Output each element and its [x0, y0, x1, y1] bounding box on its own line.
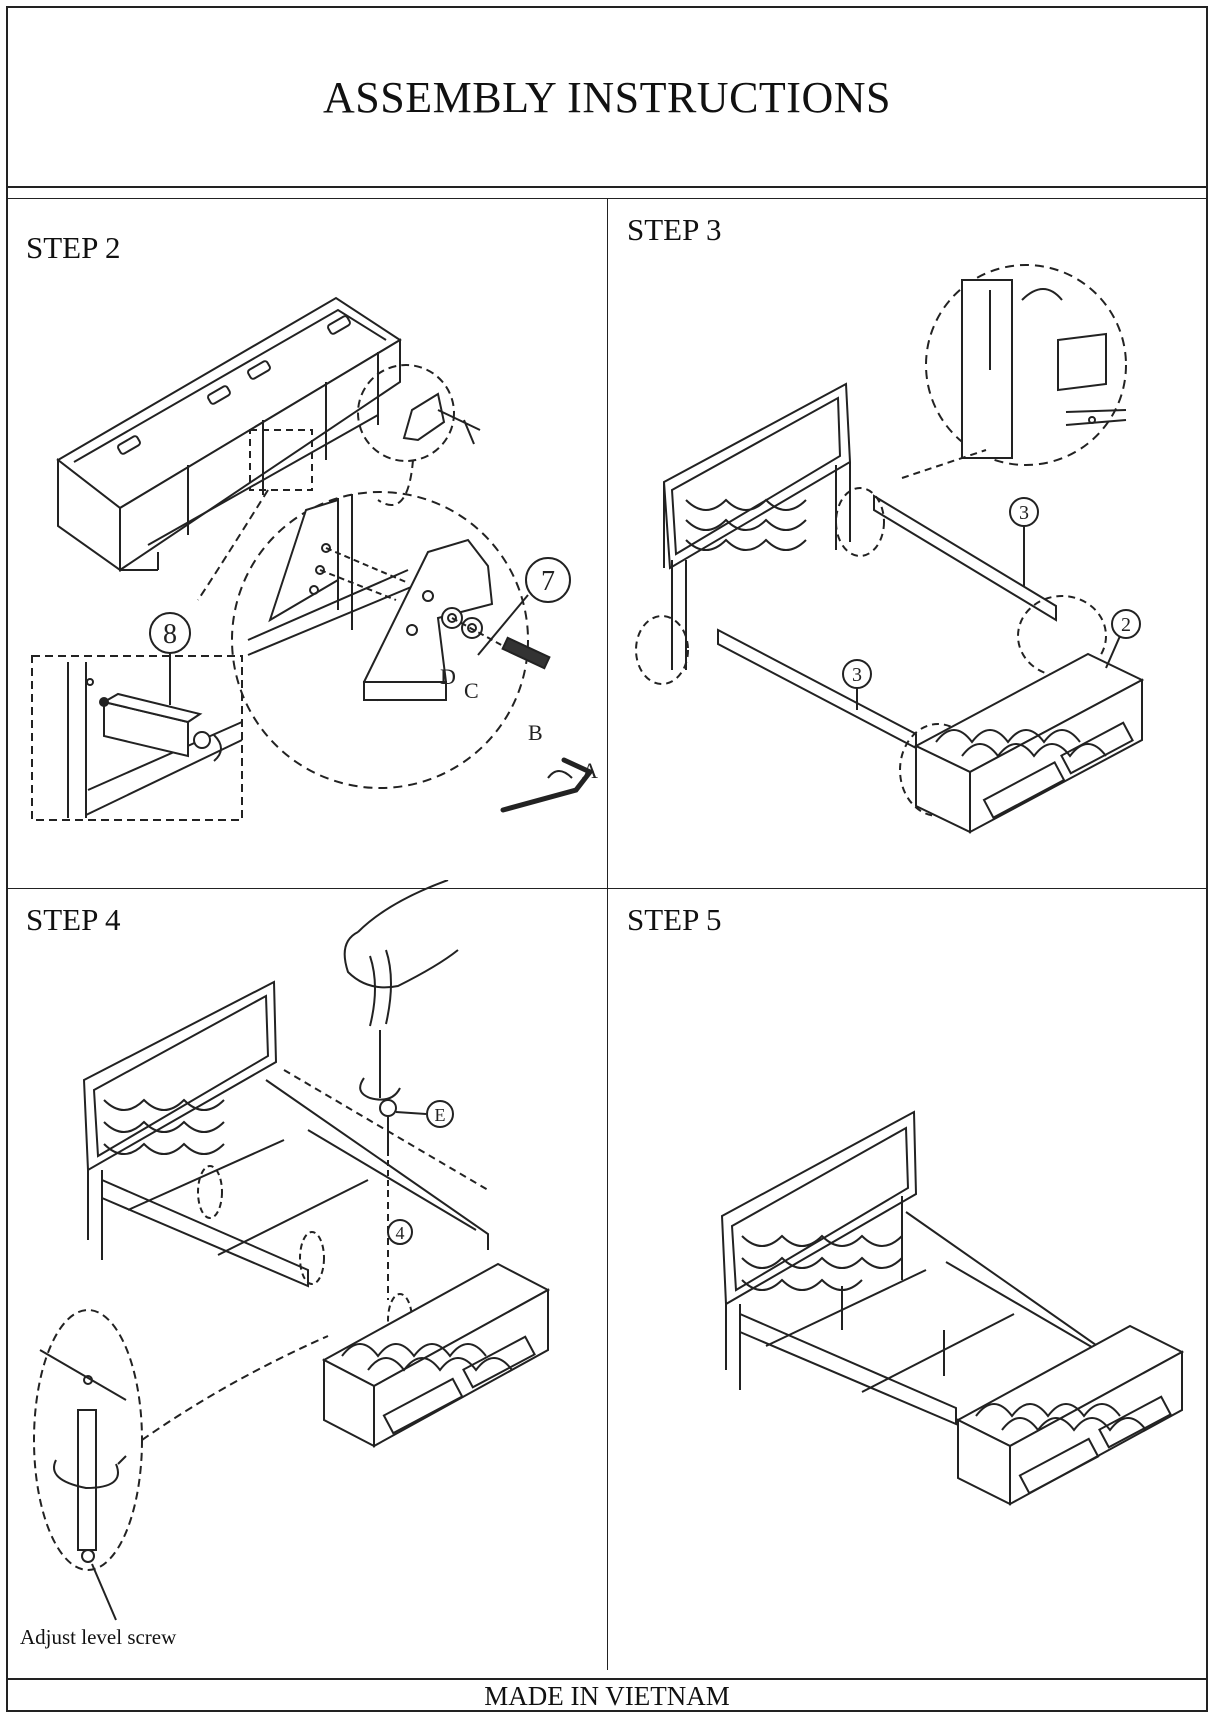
callout-e: E — [435, 1105, 446, 1125]
footer-text: MADE IN VIETNAM — [484, 1680, 730, 1711]
peg-detail-box — [31, 655, 243, 821]
callout-footboard: 2 — [1121, 614, 1131, 636]
callout-b: B — [528, 720, 543, 745]
bracket-zoom-circle — [231, 491, 529, 789]
step-2-label: STEP 2 — [26, 230, 121, 265]
footboard-drawing — [913, 652, 1145, 834]
footboard-drawing — [56, 296, 402, 572]
callout-c: C — [464, 678, 479, 703]
callout-7-circle — [525, 557, 571, 603]
step-3-illustration: 3 2 3 — [606, 260, 1206, 860]
step-5-illustration — [606, 1000, 1206, 1560]
footer: MADE IN VIETNAM — [8, 1680, 1206, 1712]
headboard-drawing — [82, 980, 278, 1260]
step-4-label: STEP 4 — [26, 902, 121, 937]
headboard-drawing — [720, 1110, 918, 1390]
callout-rail-right: 3 — [1019, 502, 1029, 524]
rail-bracket-zoom-circle — [925, 264, 1127, 466]
step-5-label: STEP 5 — [627, 902, 722, 937]
footer-divider — [8, 1678, 1206, 1680]
callout-rail-left: 3 — [852, 664, 862, 686]
adjust-level-screw-caption: Adjust level screw — [20, 1625, 177, 1649]
bracket-detail-circle — [357, 364, 455, 462]
page-title: ASSEMBLY INSTRUCTIONS — [323, 72, 891, 122]
step-2-illustration: 8 7 A B C D — [8, 270, 598, 870]
header: ASSEMBLY INSTRUCTIONS — [8, 8, 1206, 188]
footboard-drawing — [321, 1262, 551, 1448]
callout-a: A — [582, 758, 598, 783]
callout-8: 8 — [163, 619, 177, 650]
column-divider — [607, 198, 608, 1670]
step-4-illustration: E 4 — [8, 880, 598, 1660]
callout-slat: 4 — [396, 1223, 405, 1243]
headboard-drawing — [662, 382, 852, 670]
callout-d: D — [440, 664, 456, 689]
assembly-sheet: ASSEMBLY INSTRUCTIONS MADE IN VIETNAM — [6, 6, 1208, 1712]
step-3-label: STEP 3 — [627, 212, 722, 247]
footboard-drawing — [955, 1324, 1185, 1506]
callout-7: 7 — [541, 566, 555, 597]
row-divider — [8, 888, 1206, 889]
